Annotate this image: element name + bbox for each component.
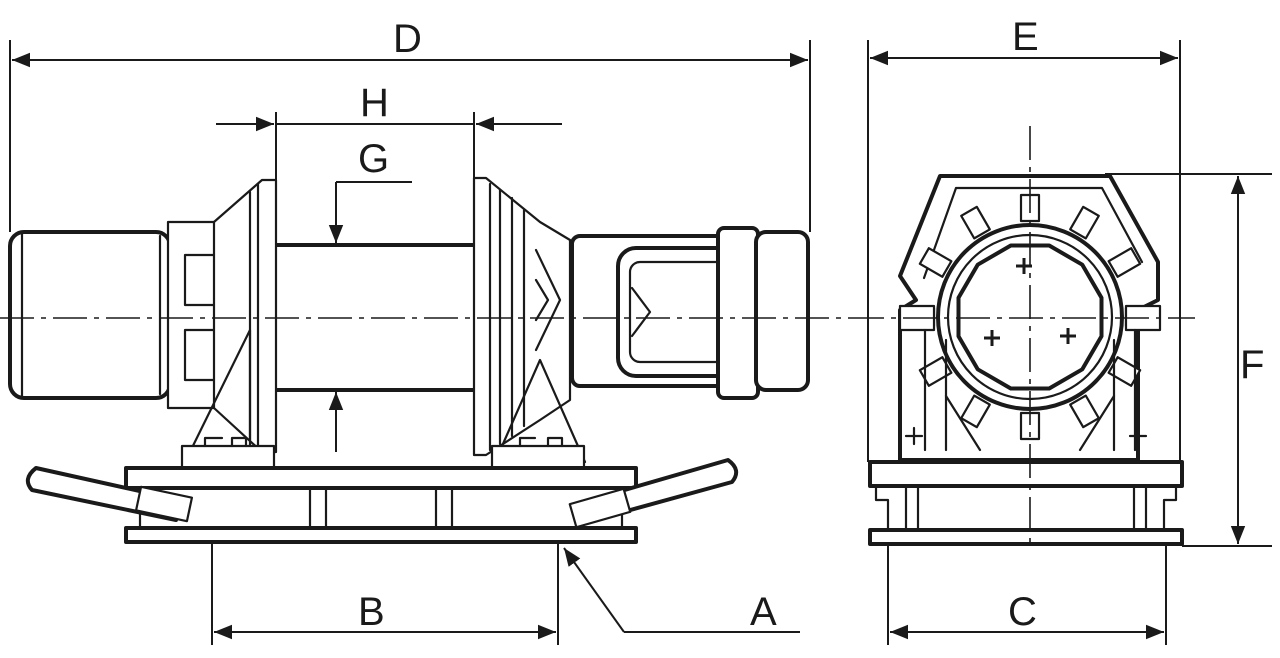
gear-tooth [1107, 247, 1142, 278]
end-view [850, 126, 1195, 548]
label-h: H [360, 81, 389, 125]
gear-tooth [1069, 394, 1100, 429]
label-f: F [1240, 343, 1264, 387]
side-right-motor [570, 226, 810, 400]
dimension-b: B [211, 544, 559, 645]
end-base [868, 460, 1184, 546]
gear-tooth [918, 247, 953, 278]
dimension-f: F [1105, 173, 1272, 547]
side-motor [8, 220, 219, 410]
dimension-e: E [867, 15, 1181, 462]
dimension-g: G [328, 137, 412, 452]
label-a: A [750, 590, 777, 634]
gear-tooth [1069, 205, 1100, 240]
label-b: B [358, 590, 385, 634]
side-handles [25, 458, 739, 529]
dimension-c: C [887, 546, 1167, 645]
dimension-d: D [9, 17, 811, 232]
side-view [0, 176, 850, 544]
dimension-a: A [563, 547, 800, 634]
side-base-frame [124, 466, 638, 544]
dimension-h: H [216, 81, 562, 180]
label-d: D [393, 17, 422, 61]
side-drum [270, 243, 480, 392]
gear-tooth [960, 205, 991, 240]
gear-tooth [960, 394, 991, 429]
label-g: G [358, 137, 389, 181]
side-right-flange [472, 176, 587, 470]
side-left-flange [180, 178, 278, 470]
label-e: E [1012, 15, 1039, 59]
label-c: C [1008, 590, 1037, 634]
